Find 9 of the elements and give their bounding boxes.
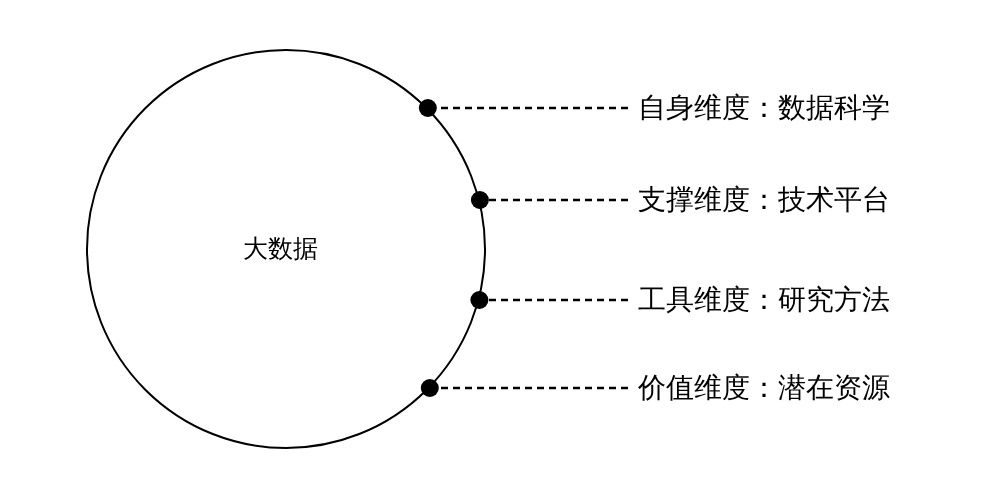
leader-line (418, 99, 628, 117)
leader-line (420, 379, 628, 397)
dimension-label: 支撑维度：技术平台 (638, 183, 890, 217)
dimension-label: 价值维度：潜在资源 (638, 371, 890, 405)
dimension-label: 自身维度：数据科学 (638, 91, 890, 125)
node-label: 大数据 (242, 233, 318, 266)
dimension-label: 工具维度：研究方法 (638, 283, 890, 317)
leader-line (470, 191, 628, 209)
leader-line (470, 291, 628, 309)
